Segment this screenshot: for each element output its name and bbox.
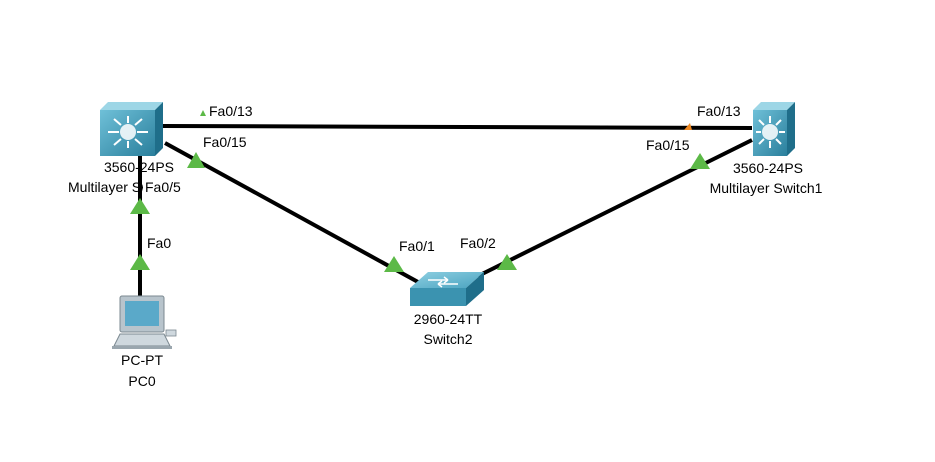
pc0-name-label: PC0 (128, 373, 155, 389)
mls1-name-label: Multilayer Switch1 (710, 180, 823, 196)
multilayer-switch-icon (100, 102, 163, 156)
link-up-indicator (130, 198, 150, 214)
mls1-model-label: 3560-24PS (733, 160, 803, 176)
switch2-name-label: Switch2 (423, 331, 472, 347)
port-label-mls1-fa015: Fa0/15 (646, 137, 690, 153)
link-mls0-switch2[interactable] (164, 141, 419, 284)
port-label-sw2-fa01: Fa0/1 (399, 238, 435, 254)
pc-icon (112, 295, 177, 349)
multilayer-switch1[interactable] (753, 102, 795, 156)
link-up-indicator (497, 254, 517, 270)
port-label-mls1-fa013: Fa0/13 (697, 103, 741, 119)
link-up-indicator (200, 110, 206, 116)
port-label-sw2-fa02: Fa0/2 (460, 235, 496, 251)
links (138, 124, 753, 296)
switch2[interactable] (410, 272, 484, 306)
mls0-model-label: 3560-24PS (104, 159, 174, 175)
switch-icon (410, 272, 484, 306)
link-up-indicator (690, 153, 710, 169)
switch2-model-label: 2960-24TT (414, 311, 483, 327)
link-mls1-switch2[interactable] (477, 138, 753, 278)
port-label-mls0-fa05: Fa0/5 (145, 179, 181, 195)
port-label-pc0-fa0: Fa0 (147, 235, 171, 251)
pc0[interactable] (112, 295, 177, 349)
link-up-indicator (187, 152, 205, 168)
port-label-mls0-fa013: Fa0/13 (209, 103, 253, 119)
port-label-mls0-fa015: Fa0/15 (203, 134, 247, 150)
multilayer-switch-icon (753, 102, 795, 156)
link-indicators (130, 110, 710, 272)
link-mls0-mls1[interactable] (162, 124, 753, 130)
link-pending-indicator (684, 123, 692, 130)
pc0-model-label: PC-PT (121, 352, 163, 368)
link-up-indicator (130, 254, 150, 270)
multilayer-switch0[interactable] (100, 102, 163, 156)
link-up-indicator (384, 256, 404, 272)
